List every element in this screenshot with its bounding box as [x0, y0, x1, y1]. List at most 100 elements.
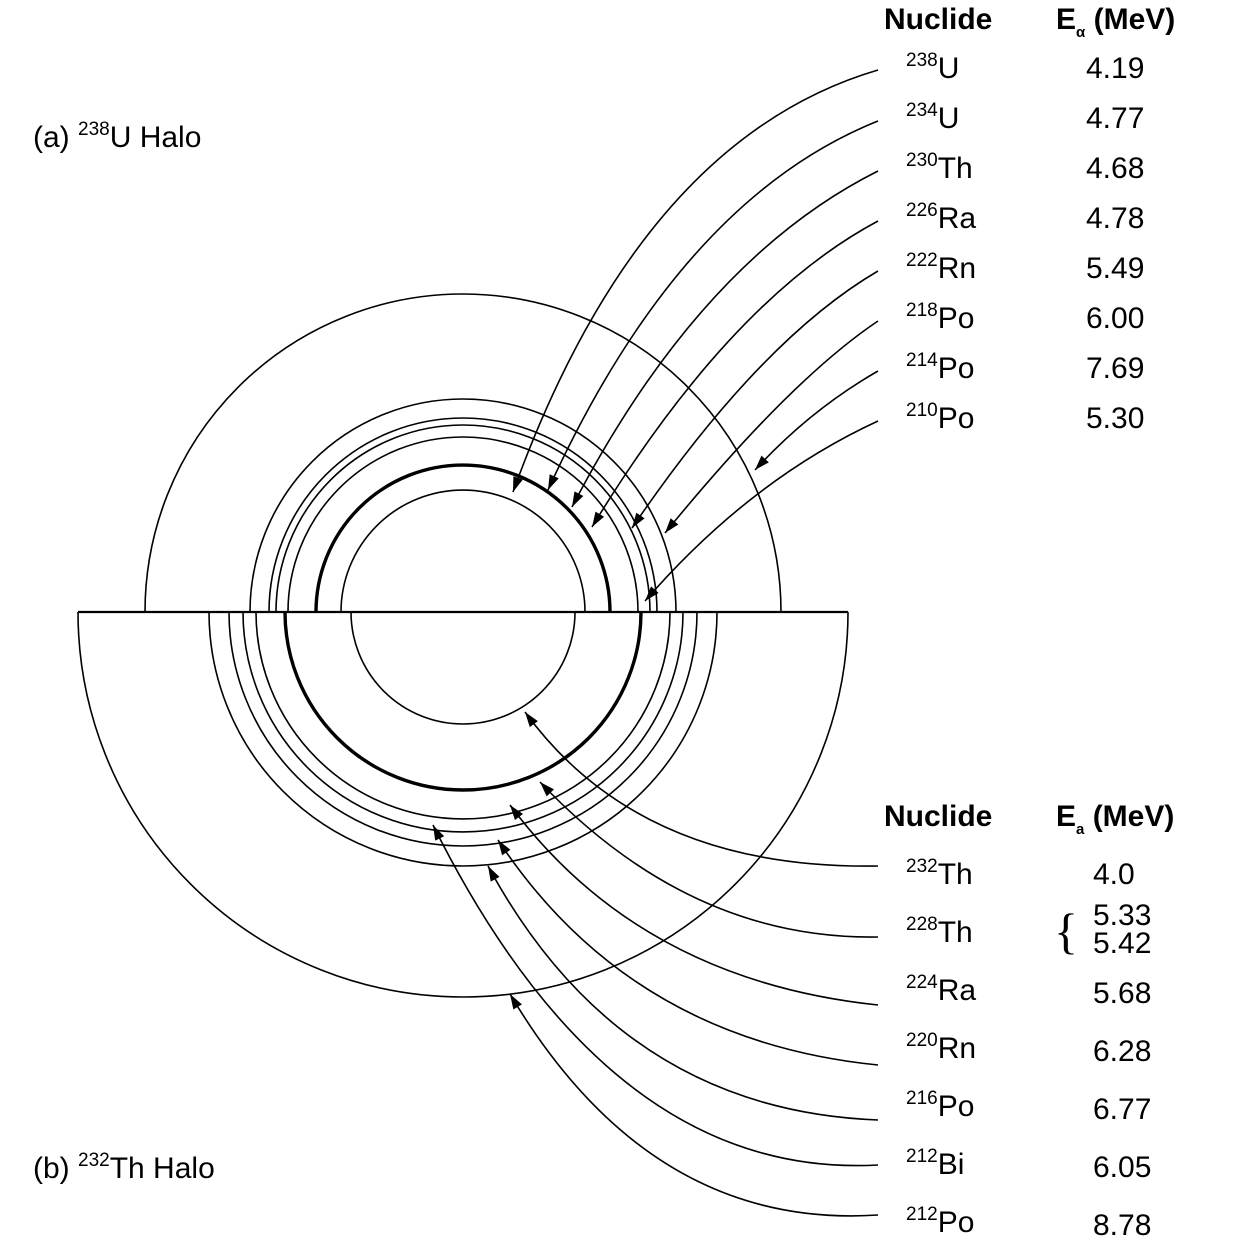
- thorium-halo-ring: [228, 611, 698, 847]
- alpha-energy: 5.49: [1086, 252, 1144, 285]
- leader-line: [591, 220, 879, 528]
- thorium-halo-ring: [283, 611, 643, 792]
- thorium-row: 224Ra 5.68: [906, 972, 1151, 1010]
- thorium-row: 216Po 6.77: [906, 1088, 1151, 1126]
- uranium-halo-rings: [144, 293, 782, 613]
- arrowhead: [513, 476, 523, 492]
- leader-line: [664, 320, 879, 534]
- alpha-energy: 6.77: [1093, 1093, 1151, 1126]
- arrowhead: [525, 712, 538, 728]
- alpha-energy: 4.77: [1086, 102, 1144, 135]
- arrowhead: [510, 805, 523, 821]
- nuclide-label: 218Po: [906, 300, 974, 335]
- thorium-row: 220Rn 6.28: [906, 1030, 1151, 1068]
- uranium-halo-ring: [340, 489, 586, 613]
- nuclide-label: 210Po: [906, 400, 974, 435]
- arrowhead: [572, 491, 584, 507]
- uranium-halo-ring: [287, 436, 639, 613]
- uranium-row: 238U 4.19: [906, 50, 1144, 85]
- alpha-energy: 5.68: [1093, 977, 1151, 1010]
- uranium-row: 210Po 5.30: [906, 400, 1144, 435]
- leader-line: [487, 865, 879, 1121]
- thorium-halo-title: (b) 232Th Halo: [33, 1150, 215, 1185]
- uranium-halo-ring: [249, 398, 677, 613]
- thorium-halo-rings: [77, 611, 849, 998]
- arrowhead: [645, 586, 659, 601]
- leader-line: [631, 270, 879, 529]
- leader-lines: [432, 69, 879, 1217]
- leader-line: [509, 993, 879, 1217]
- thorium-row: 212Bi 6.05: [906, 1146, 1151, 1184]
- leader-line: [547, 120, 879, 491]
- alpha-energy: 7.69: [1086, 352, 1144, 385]
- arrowhead: [755, 455, 769, 470]
- arrowhead: [540, 782, 554, 797]
- leader-line: [432, 824, 879, 1167]
- arrowhead: [665, 518, 679, 533]
- thorium-halo-ring: [208, 611, 718, 867]
- alpha-energy: 6.28: [1093, 1035, 1151, 1068]
- arrowhead: [488, 866, 500, 882]
- thorium-halo-ring: [350, 611, 576, 725]
- alpha-energy-second: 5.42: [1093, 927, 1151, 960]
- arrowhead: [510, 994, 522, 1010]
- uranium-row: 214Po 7.69: [906, 350, 1144, 385]
- uranium-row: 230Th 4.68: [906, 150, 1144, 185]
- leader-line: [512, 69, 879, 493]
- uranium-halo-ring: [314, 463, 612, 613]
- nuclide-label: 234U: [906, 100, 959, 135]
- alpha-energy: 6.05: [1093, 1151, 1151, 1184]
- nuclide-label: 222Rn: [906, 250, 976, 285]
- nuclide-label: 216Po: [906, 1088, 974, 1123]
- uranium-halo-ring: [144, 293, 782, 613]
- alpha-energy: 4.0: [1093, 858, 1135, 891]
- uranium-row: 226Ra 4.78: [906, 200, 1144, 235]
- thorium-row: 212Po 8.78: [906, 1204, 1151, 1242]
- alpha-energy: 5.33: [1093, 899, 1151, 932]
- leader-line: [539, 781, 879, 938]
- thorium-header-energy: Ea (MeV): [1056, 800, 1174, 838]
- alpha-energy: 4.68: [1086, 152, 1144, 185]
- nuclide-label: 228Th: [906, 914, 973, 949]
- alpha-energy: 6.00: [1086, 302, 1144, 335]
- nuclide-label: 226Ra: [906, 200, 976, 235]
- thorium-halo-ring: [242, 611, 684, 833]
- arrowhead: [592, 511, 605, 527]
- energy-brace: {: [1054, 903, 1078, 959]
- uranium-row: 222Rn 5.49: [906, 250, 1144, 285]
- leader-line: [524, 711, 879, 867]
- nuclide-label: 238U: [906, 50, 959, 85]
- nuclide-label: 230Th: [906, 150, 973, 185]
- thorium-halo-ring: [255, 611, 671, 820]
- thorium-halo-ring: [77, 611, 849, 998]
- thorium-row: 228Th { 5.33 5.42: [906, 899, 1151, 960]
- nuclide-label: 224Ra: [906, 972, 976, 1007]
- alpha-energy: 5.30: [1086, 402, 1144, 435]
- alpha-energy: 8.78: [1093, 1209, 1151, 1242]
- uranium-row: 218Po 6.00: [906, 300, 1144, 335]
- nuclide-label: 232Th: [906, 856, 973, 891]
- leader-line: [754, 370, 879, 471]
- leader-line: [571, 170, 879, 508]
- leader-line: [644, 420, 879, 602]
- arrowhead: [433, 825, 445, 841]
- uranium-header-nuclide: Nuclide: [884, 3, 992, 36]
- alpha-energy: 4.19: [1086, 52, 1144, 85]
- thorium-header-nuclide: Nuclide: [884, 800, 992, 833]
- uranium-header-energy: Eα (MeV): [1056, 3, 1175, 41]
- leader-line: [497, 839, 879, 1066]
- uranium-row: 234U 4.77: [906, 100, 1144, 135]
- thorium-row: 232Th 4.0: [906, 856, 1135, 891]
- nuclide-label: 214Po: [906, 350, 974, 385]
- arrowhead: [548, 474, 559, 490]
- nuclide-label: 212Bi: [906, 1146, 964, 1181]
- arrowhead: [632, 512, 645, 528]
- nuclide-label: 220Rn: [906, 1030, 976, 1065]
- uranium-halo-ring: [275, 424, 651, 613]
- arrowhead: [498, 840, 511, 856]
- leader-line: [509, 804, 879, 1006]
- alpha-energy: 4.78: [1086, 202, 1144, 235]
- uranium-halo-title: (a) 238U Halo: [33, 119, 201, 154]
- nuclide-label: 212Po: [906, 1204, 974, 1239]
